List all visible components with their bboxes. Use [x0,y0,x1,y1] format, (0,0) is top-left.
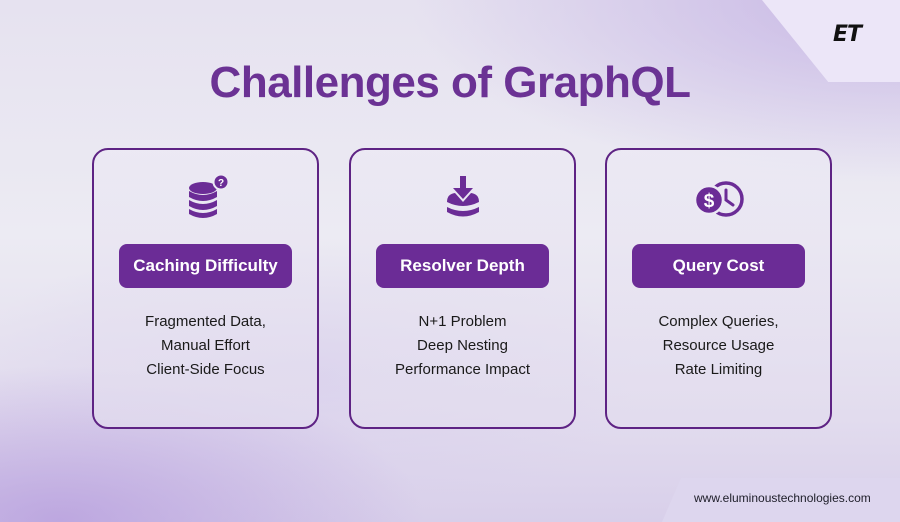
brand-logo: ET [833,22,862,47]
detail-line: Rate Limiting [674,361,763,378]
query-cost-label: Query Cost [632,244,805,288]
corner-decoration-bottom [662,478,900,522]
detail-line: N+1 Problem [418,313,507,330]
title-regular: Challenges of [209,58,504,107]
resolver-depth-label: Resolver Depth [376,244,549,288]
detail-line: Client-Side Focus [146,361,265,378]
detail-line: Performance Impact [394,361,531,378]
detail-line: Deep Nesting [417,337,508,354]
database-question-icon: ? [176,174,236,224]
detail-line: Resource Usage [662,337,775,354]
detail-line: Complex Queries, [658,313,779,330]
dollar-clock-icon: $ [689,174,749,224]
card-resolver-depth: Resolver Depth N+1 Problem Deep Nesting … [349,148,576,429]
svg-text:$: $ [703,191,714,212]
detail-line: Fragmented Data, [145,313,266,330]
download-stack-icon [433,174,493,224]
caching-difficulty-label: Caching Difficulty [119,244,292,288]
detail-line: Manual Effort [161,337,250,354]
page-title: Challenges of GraphQL [0,58,900,108]
title-bold: GraphQL [503,58,691,107]
card-caching-difficulty: ? Caching Difficulty Fragmented Data, Ma… [92,148,319,429]
card-query-cost: $ Query Cost Complex Queries, Resource U… [605,148,832,429]
query-cost-details: Complex Queries, Resource Usage Rate Lim… [607,310,830,382]
resolver-depth-details: N+1 Problem Deep Nesting Performance Imp… [351,310,574,382]
caching-difficulty-details: Fragmented Data, Manual Effort Client-Si… [94,310,317,382]
svg-text:?: ? [217,178,223,189]
website-url: www.eluminoustechnologies.com [694,491,871,505]
